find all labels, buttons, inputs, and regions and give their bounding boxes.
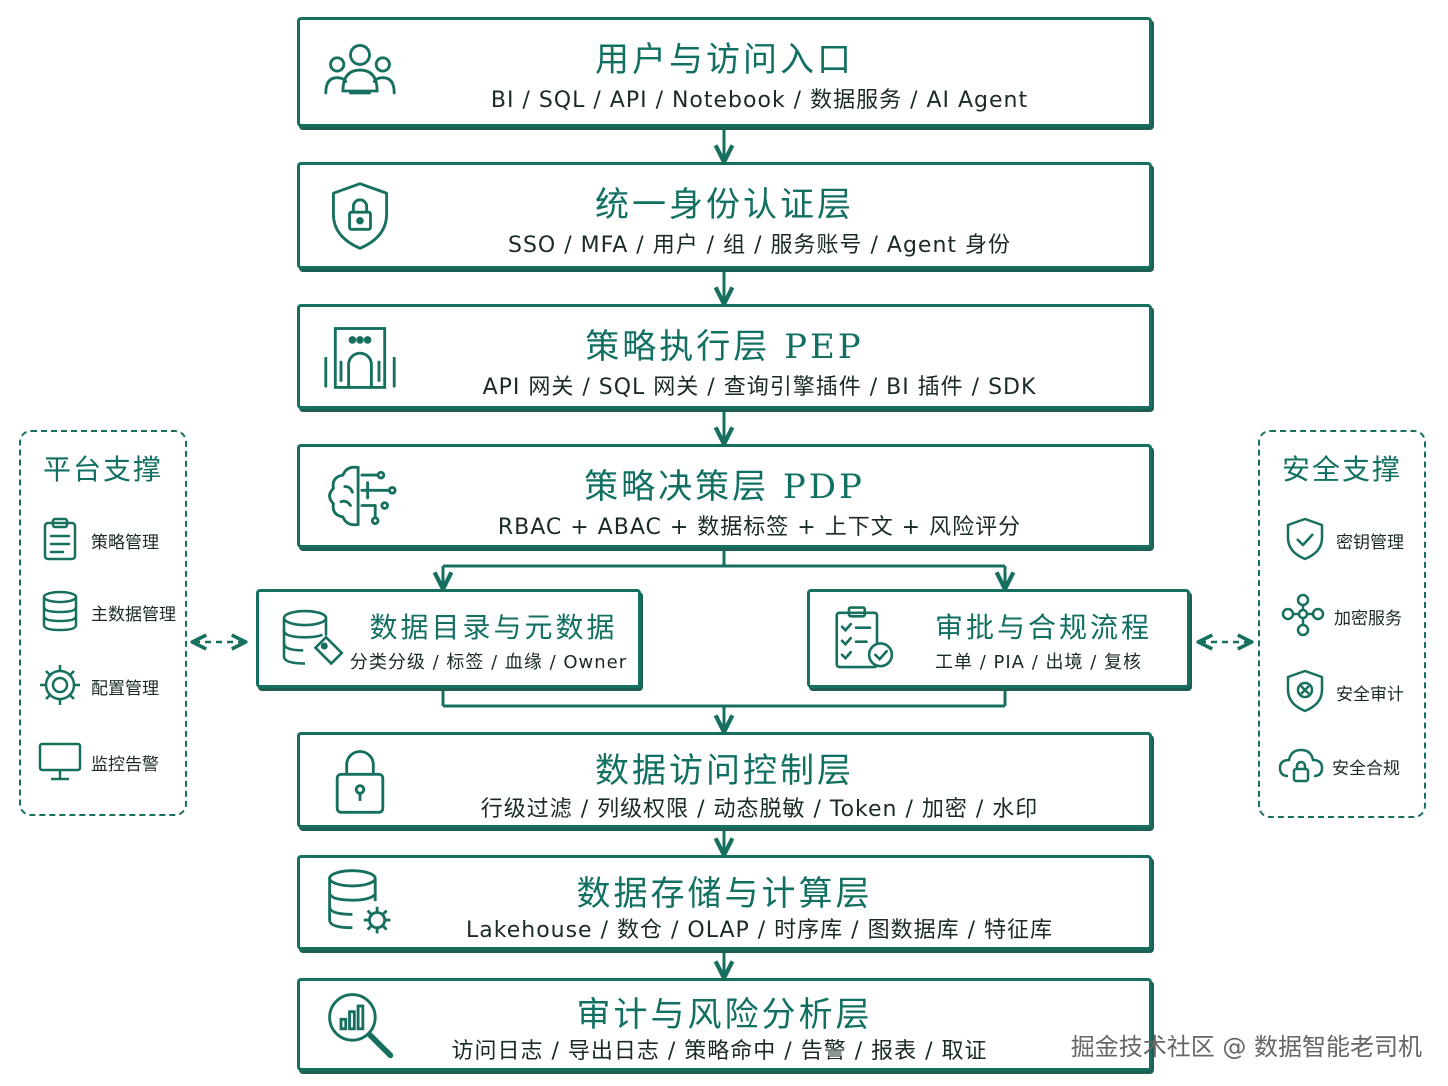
layer-title: 数据访问控制层	[595, 751, 854, 791]
gear-icon	[40, 665, 80, 705]
watermark: 掘金技术社区 @ 数据智能老司机	[1070, 1033, 1422, 1061]
security-item-compliance: 安全合规	[1278, 742, 1418, 790]
layer-subtitle: API 网关 / SQL 网关 / 查询引擎插件 / BI 插件 / SDK	[482, 375, 1037, 400]
approval-compliance-box: 审批与合规流程 工单 / PIA / 出境 / 复核	[807, 589, 1190, 688]
database-gear-icon	[328, 868, 391, 933]
layer-pdp: 策略决策层 PDP RBAC + ABAC + 数据标签 + 上下文 + 风险评…	[297, 444, 1152, 548]
platform-item-config: 配置管理	[37, 662, 179, 710]
security-item-keys: 密钥管理	[1282, 516, 1418, 564]
platform-item-monitor: 监控告警	[37, 738, 179, 786]
layer-title: 用户与访问入口	[595, 40, 854, 80]
platform-item-label: 配置管理	[91, 679, 159, 699]
security-support-panel: 安全支撑 密钥管理 加密服务 安全审计 安全合规	[1258, 430, 1426, 818]
magnifier-chart-icon	[328, 992, 394, 1058]
padlock-icon	[335, 750, 385, 814]
shield-eye-icon	[1286, 669, 1324, 713]
security-item-label: 加密服务	[1334, 609, 1402, 629]
cloud-lock-icon	[1278, 748, 1324, 783]
layer-title: 审计与风险分析层	[576, 995, 873, 1035]
layer-subtitle: 访问日志 / 导出日志 / 策略命中 / 告警 / 报表 / 取证	[451, 1039, 988, 1064]
security-item-label: 安全合规	[1332, 759, 1400, 779]
layer-audit-risk: 审计与风险分析层 访问日志 / 导出日志 / 策略命中 / 告警 / 报表 / …	[297, 978, 1152, 1071]
layer-subtitle: BI / SQL / API / Notebook / 数据服务 / AI Ag…	[490, 88, 1029, 113]
gateway-icon	[324, 326, 396, 389]
layer-access-control: 数据访问控制层 行级过滤 / 列级权限 / 动态脱敏 / Token / 加密 …	[297, 732, 1152, 828]
layer-subtitle: 行级过滤 / 列级权限 / 动态脱敏 / Token / 加密 / 水印	[480, 797, 1039, 822]
layer-storage-compute: 数据存储与计算层 Lakehouse / 数仓 / OLAP / 时序库 / 图…	[297, 855, 1152, 950]
layer-title: 数据存储与计算层	[576, 874, 873, 914]
network-icon	[1281, 593, 1325, 637]
layer-pep: 策略执行层 PEP API 网关 / SQL 网关 / 查询引擎插件 / BI …	[297, 304, 1152, 409]
platform-item-label: 策略管理	[91, 533, 159, 553]
layer-title: 统一身份认证层	[595, 185, 854, 225]
layer-title: 策略执行层 PEP	[585, 327, 864, 367]
shield-check-icon	[1286, 517, 1324, 561]
box-subtitle: 分类分级 / 标签 / 血缘 / Owner	[349, 652, 628, 673]
panel-title: 安全支撑	[1281, 453, 1402, 486]
monitor-icon	[38, 742, 82, 781]
platform-support-panel: 平台支撑 策略管理 主数据管理 配置管理 监控告警	[19, 430, 187, 816]
platform-item-policy: 策略管理	[37, 516, 179, 564]
platform-item-label: 监控告警	[91, 755, 159, 775]
clipboard-icon	[43, 517, 77, 561]
layer-identity: 统一身份认证层 SSO / MFA / 用户 / 组 / 服务账号 / Agen…	[297, 162, 1152, 269]
layer-user-access: 用户与访问入口 BI / SQL / API / Notebook / 数据服务…	[297, 17, 1152, 127]
box-subtitle: 工单 / PIA / 出境 / 复核	[935, 652, 1142, 673]
layer-subtitle: RBAC + ABAC + 数据标签 + 上下文 + 风险评分	[497, 515, 1022, 540]
layer-title: 策略决策层 PDP	[584, 467, 865, 507]
security-item-audit: 安全审计	[1282, 668, 1418, 716]
layer-subtitle: Lakehouse / 数仓 / OLAP / 时序库 / 图数据库 / 特征库	[466, 918, 1053, 943]
box-title: 数据目录与元数据	[369, 611, 618, 644]
brain-circuit-icon	[328, 465, 397, 527]
platform-item-mdm: 主数据管理	[37, 588, 179, 636]
users-icon	[324, 43, 396, 95]
security-item-label: 密钥管理	[1336, 533, 1404, 553]
security-item-label: 安全审计	[1336, 685, 1404, 705]
database-icon	[42, 590, 78, 632]
platform-item-label: 主数据管理	[91, 605, 176, 625]
security-item-encryption: 加密服务	[1280, 592, 1418, 640]
catalog-metadata-box: 数据目录与元数据 分类分级 / 标签 / 血缘 / Owner	[256, 589, 641, 688]
database-tag-icon	[282, 609, 344, 665]
layer-subtitle: SSO / MFA / 用户 / 组 / 服务账号 / Agent 身份	[507, 233, 1012, 258]
box-title: 审批与合规流程	[934, 611, 1152, 644]
panel-title: 平台支撑	[42, 453, 163, 486]
checklist-icon	[835, 605, 894, 668]
shield-lock-icon	[331, 181, 389, 250]
